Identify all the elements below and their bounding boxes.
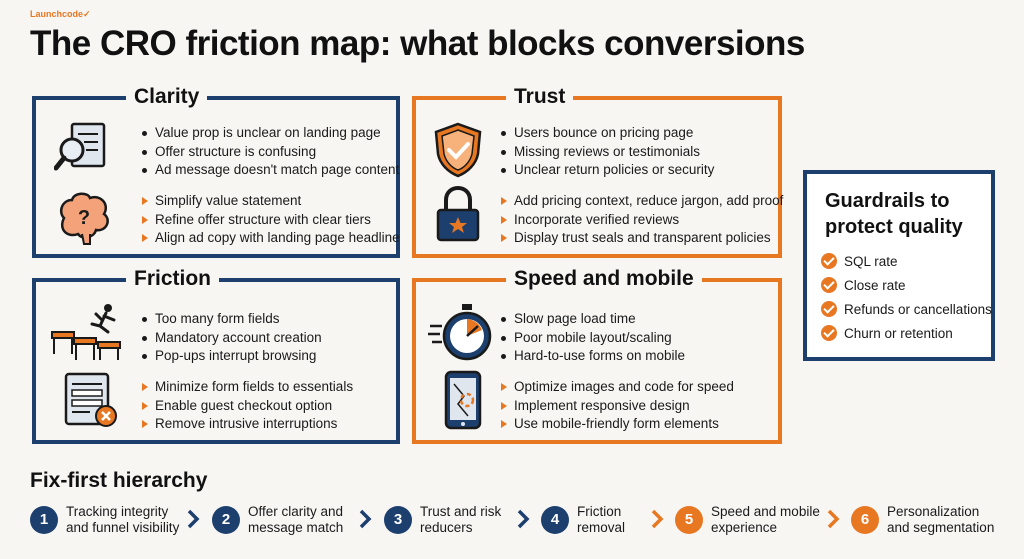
panel-trust: Trust Users bounce on pricing page Missi… <box>412 85 783 258</box>
list-item: Missing reviews or testimonials <box>498 143 714 162</box>
list-item: Implement responsive design <box>498 397 734 416</box>
panel-title-trust: Trust <box>506 85 574 109</box>
list-item: Incorporate verified reviews <box>498 211 783 230</box>
check-icon <box>821 277 837 293</box>
list-item: Poor mobile layout/scaling <box>498 329 685 348</box>
list-item: Hard-to-use forms on mobile <box>498 347 685 366</box>
list-item: Users bounce on pricing page <box>498 124 714 143</box>
broken-phone-icon <box>444 370 482 430</box>
list-item: Mandatory account creation <box>139 329 322 348</box>
guardrails-title: Guardrails to protect quality <box>825 190 963 238</box>
list-item: Close rate <box>821 273 992 297</box>
guardrails-panel: Guardrails to protect quality SQL rate C… <box>803 170 995 361</box>
step-number: 4 <box>541 505 569 534</box>
list-item: Simplify value statement <box>139 192 400 211</box>
chevron-right-icon <box>517 509 530 529</box>
step-number: 1 <box>30 505 58 534</box>
page-title: The CRO friction map: what blocks conver… <box>30 24 805 63</box>
friction-problems: Too many form fields Mandatory account c… <box>139 310 322 366</box>
list-item: Enable guest checkout option <box>139 397 353 416</box>
list-item: Minimize form fields to essentials <box>139 378 353 397</box>
list-item: Use mobile-friendly form elements <box>498 415 734 434</box>
stopwatch-icon <box>428 304 492 361</box>
list-item: Value prop is unclear on landing page <box>139 124 399 143</box>
step-number: 5 <box>675 505 703 534</box>
form-error-icon <box>64 372 117 427</box>
brand-logo: Launchcode✓ <box>30 9 91 19</box>
list-item: Too many form fields <box>139 310 322 329</box>
chevron-right-icon <box>187 509 200 529</box>
list-item: SQL rate <box>821 249 992 273</box>
list-item: Ad message doesn't match page content <box>139 161 399 180</box>
step-number: 3 <box>384 505 412 534</box>
check-icon <box>821 253 837 269</box>
panel-speed-mobile: Speed and mobile Slow page load time Poo… <box>412 267 782 444</box>
padlock-icon <box>436 185 480 242</box>
panel-title-clarity: Clarity <box>126 85 208 109</box>
hierarchy-title: Fix-first hierarchy <box>30 469 208 492</box>
document-search-icon <box>54 122 106 171</box>
list-item: Offer structure is confusing <box>139 143 399 162</box>
panel-title-friction: Friction <box>126 267 219 291</box>
panel-friction: Friction Too many form fields Mandatory … <box>32 267 400 444</box>
speed-problems: Slow page load time Poor mobile layout/s… <box>498 310 685 366</box>
shield-check-icon <box>434 122 482 178</box>
list-item: Refine offer structure with clear tiers <box>139 211 400 230</box>
chevron-right-icon <box>651 509 664 529</box>
clarity-problems: Value prop is unclear on landing page Of… <box>139 124 399 180</box>
trust-problems: Users bounce on pricing page Missing rev… <box>498 124 714 180</box>
list-item: Remove intrusive interruptions <box>139 415 353 434</box>
chevron-right-icon <box>827 509 840 529</box>
list-item: Refunds or cancellations <box>821 297 992 321</box>
list-item: Display trust seals and transparent poli… <box>498 229 783 248</box>
chevron-right-icon <box>359 509 372 529</box>
panel-clarity: Clarity ? Value prop is unclear on landi… <box>32 85 400 258</box>
check-icon <box>821 301 837 317</box>
step-number: 2 <box>212 505 240 534</box>
speed-fixes: Optimize images and code for speed Imple… <box>498 378 734 434</box>
friction-fixes: Minimize form fields to essentials Enabl… <box>139 378 353 434</box>
svg-text:?: ? <box>78 207 90 229</box>
list-item: Pop-ups interrupt browsing <box>139 347 322 366</box>
list-item: Churn or retention <box>821 321 992 345</box>
guardrails-list: SQL rate Close rate Refunds or cancellat… <box>821 249 992 345</box>
check-icon <box>821 325 837 341</box>
panel-title-speed-mobile: Speed and mobile <box>506 267 702 291</box>
list-item: Slow page load time <box>498 310 685 329</box>
brain-question-icon: ? <box>60 192 109 245</box>
list-item: Optimize images and code for speed <box>498 378 734 397</box>
list-item: Add pricing context, reduce jargon, add … <box>498 192 783 211</box>
clarity-fixes: Simplify value statement Refine offer st… <box>139 192 400 248</box>
hurdle-runner-icon <box>51 304 121 360</box>
list-item: Unclear return policies or security <box>498 161 714 180</box>
list-item: Align ad copy with landing page headline <box>139 229 400 248</box>
trust-fixes: Add pricing context, reduce jargon, add … <box>498 192 783 248</box>
step-number: 6 <box>851 505 879 534</box>
